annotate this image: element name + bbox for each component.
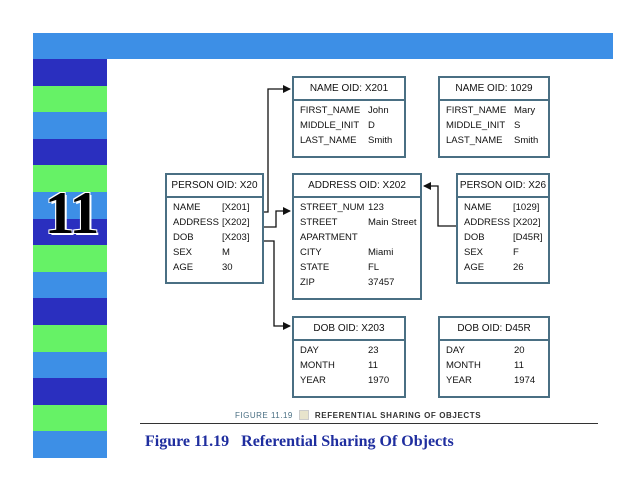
attribute-row: ADDRESS[X202] — [464, 217, 541, 228]
figure-marker-icon — [298, 410, 309, 420]
attribute-row: APARTMENT — [300, 232, 358, 243]
attribute-row: ADDRESS[X202] — [173, 217, 250, 228]
object-header: PERSON OID: X26 — [458, 175, 548, 198]
figure-caption: Figure 11.19 Referential Sharing Of Obje… — [145, 433, 454, 450]
attribute-row: DOB[D45R] — [464, 232, 543, 243]
person-object-x20: PERSON OID: X20 NAME[X201] ADDRESS[X202]… — [165, 173, 264, 284]
chapter-number: 11 — [44, 180, 100, 246]
caption-divider — [140, 423, 598, 424]
top-bar — [33, 33, 613, 59]
attribute-row: DOB[X203] — [173, 232, 250, 243]
object-header: NAME OID: X201 — [294, 78, 404, 101]
object-header: NAME OID: 1029 — [440, 78, 548, 101]
object-header: PERSON OID: X20 — [167, 175, 262, 198]
object-header: DOB OID: D45R — [440, 318, 548, 341]
figure-number: FIGURE 11.19 — [235, 410, 293, 420]
person-object-x26: PERSON OID: X26 NAME[1029] ADDRESS[X202]… — [456, 173, 550, 284]
figure-label: FIGURE 11.19 REFERENTIAL SHARING OF OBJE… — [235, 410, 481, 420]
object-header: DOB OID: X203 — [294, 318, 404, 341]
figure-title: REFERENTIAL SHARING OF OBJECTS — [314, 410, 482, 420]
object-header: ADDRESS OID: X202 — [294, 175, 420, 198]
side-stripes — [33, 59, 107, 458]
attribute-row: NAME[X201] — [173, 202, 250, 213]
attribute-row: NAME[1029] — [464, 202, 540, 213]
